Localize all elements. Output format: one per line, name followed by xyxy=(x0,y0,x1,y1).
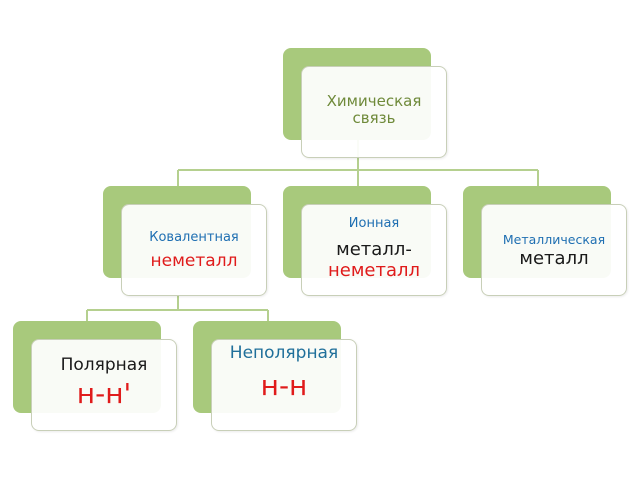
root-node-card: Химическая связь xyxy=(301,66,447,158)
polar-title: Полярная xyxy=(60,355,148,375)
ionic-line2: неметалл xyxy=(327,259,421,281)
covalent-node: Ковалентная неметалл xyxy=(103,186,267,296)
metallic-node-card: Металлическая металл xyxy=(481,204,627,296)
root-title: Химическая связь xyxy=(326,92,422,128)
root-node: Химическая связь xyxy=(283,48,447,158)
metallic-node: Металлическая металл xyxy=(463,186,627,296)
metallic-subtitle: металл xyxy=(519,248,589,270)
ionic-node-card: Ионная металл- неметалл xyxy=(301,204,447,296)
covalent-title: Ковалентная xyxy=(149,230,239,245)
nonpolar-node: Неполярная н-н xyxy=(193,321,357,431)
ionic-node: Ионная металл- неметалл xyxy=(283,186,447,296)
covalent-node-card: Ковалентная неметалл xyxy=(121,204,267,296)
metallic-title: Металлическая xyxy=(502,232,606,247)
nonpolar-title: Неполярная xyxy=(229,343,339,363)
nonpolar-node-card: Неполярная н-н xyxy=(211,339,357,431)
ionic-line1: металл- xyxy=(336,238,412,260)
polar-node-card: Полярная н-н' xyxy=(31,339,177,431)
polar-node: Полярная н-н' xyxy=(13,321,177,431)
nonpolar-formula: н-н xyxy=(260,368,308,402)
covalent-subtitle: неметалл xyxy=(150,250,238,271)
ionic-title: Ионная xyxy=(348,216,400,231)
polar-formula: н-н' xyxy=(76,376,132,410)
